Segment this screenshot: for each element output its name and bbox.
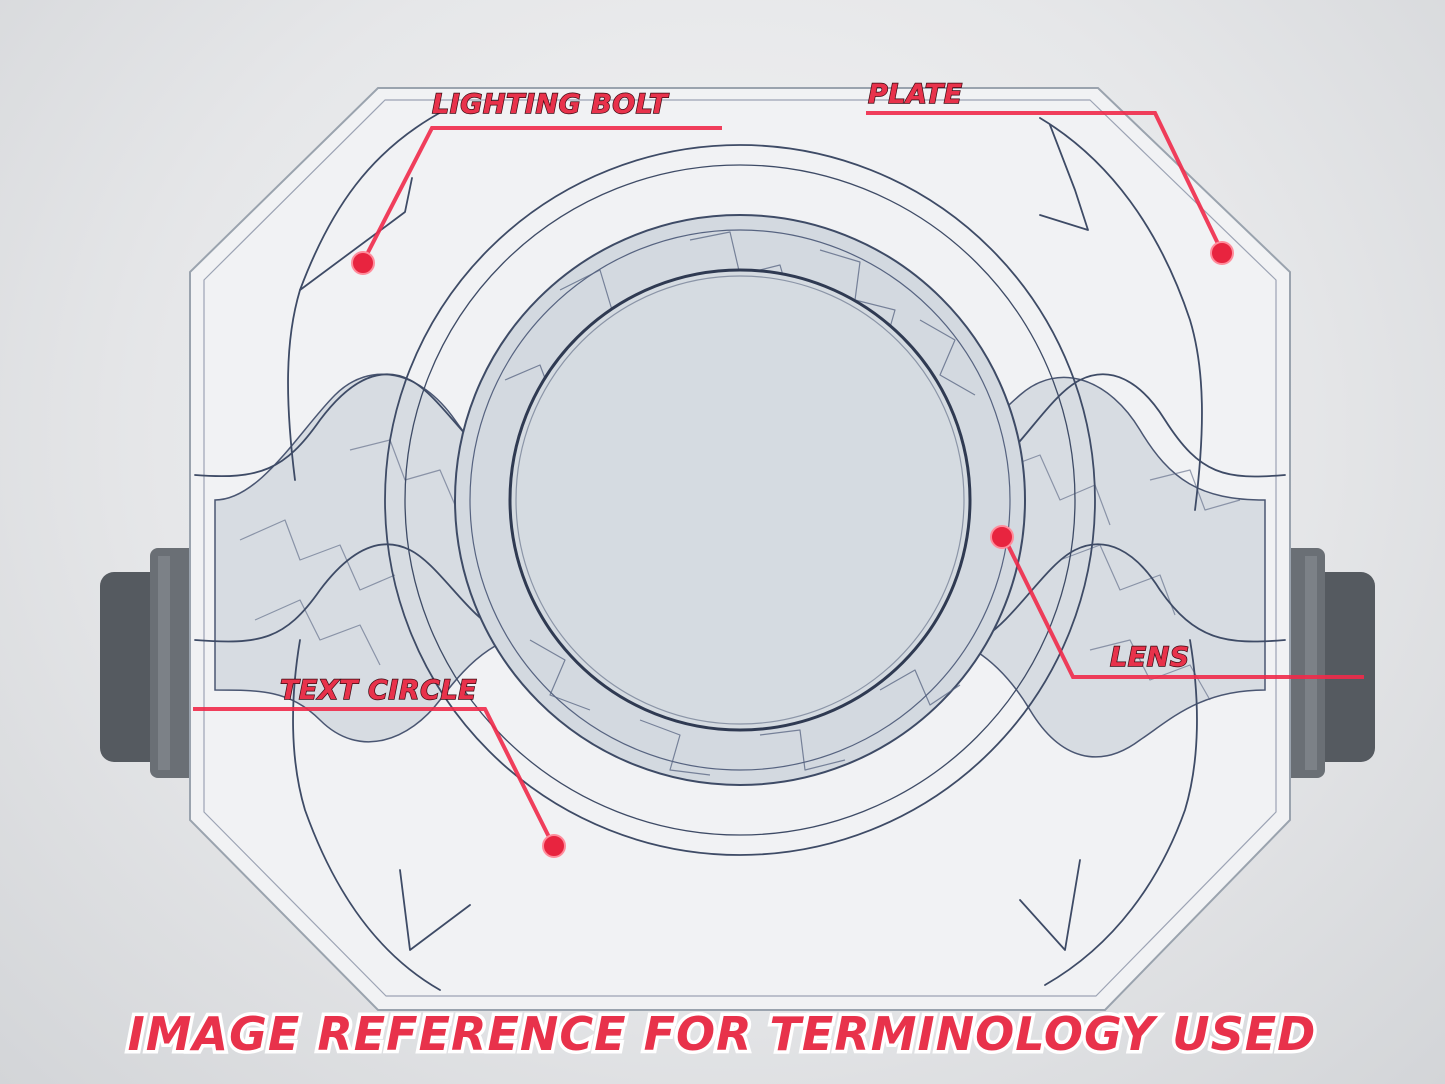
label-text-circle: TEXT CIRCLE [280,675,477,706]
dot-lens [990,525,1014,549]
text-circle-ring [384,144,1096,856]
leader-lighting-bolt [361,126,722,263]
label-plate: PLATE [868,79,963,110]
footer-caption: IMAGE REFERENCE FOR TERMINOLOGY USED [128,1007,1317,1061]
leader-plate [866,111,1224,253]
central-lens [508,268,972,732]
dot-plate [1210,241,1234,265]
dot-lighting-bolt [351,251,375,275]
leader-lens [1002,536,1364,679]
lightning-bolt-strokes [287,109,1203,991]
label-lighting-bolt: LIGHTING BOLT [432,89,670,120]
label-lens: LENS [1110,642,1190,673]
central-lens-rim [515,275,965,725]
leader-lines [193,111,1364,846]
lower-plate-wave [194,543,1286,643]
upper-plate-wave [194,373,1286,478]
dot-text-circle [542,834,566,858]
leader-text-circle [193,707,555,846]
plate-inner-edge [203,99,1277,997]
